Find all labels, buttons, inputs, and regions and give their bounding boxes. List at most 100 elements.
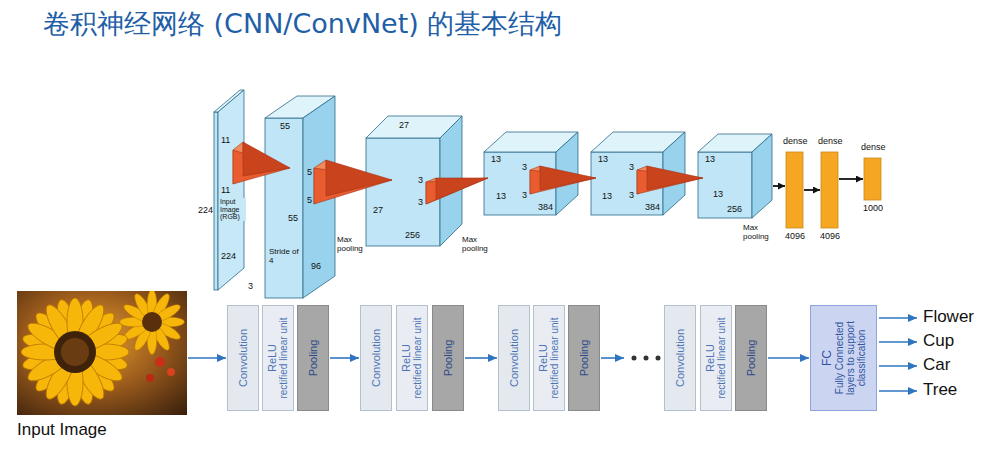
dimension-number: 13 [495,192,507,202]
caption-wrap: Input Image [17,420,107,440]
dimension-number: 27 [372,206,384,216]
flower-bud [155,357,165,367]
cuboid-face [214,112,218,290]
dimension-number: 3 [521,191,528,201]
relu-layer: ReLUrectified linear unit [533,305,565,411]
arrow-line [879,317,917,319]
layer-detail: rectified linear unit [413,317,424,398]
layer-note: Stride of 4 [268,248,302,266]
layer-name: Pooling [578,340,590,377]
rotated-text: ReLUrectified linear unit [537,317,560,398]
dimension-number: 13 [597,155,609,165]
layer-name: Input Image [17,420,107,440]
conv-kernel [314,160,392,204]
layer-name: dense [782,137,809,147]
rotated-text: Pooling [578,340,590,377]
pooling-layer: Pooling [432,305,464,411]
layer-name: ReLU [537,317,549,398]
dimension-number: 3 [417,198,424,208]
conv-kernel [530,166,596,194]
arrow-line [879,390,917,392]
output-class: Car [922,356,951,375]
dimension-number: 13 [601,192,613,202]
rotated-text: Pooling [745,340,757,377]
conv-kernel [637,166,703,194]
dimension-number: 256 [404,231,421,241]
feature-map-cuboid [698,134,772,218]
layer-name: ReLU [400,317,412,398]
dot [644,356,649,361]
convolution-layer: Convolution [360,305,392,411]
dimension-number: 96 [310,262,322,272]
output-class: Flower [922,308,975,327]
kernel-face [647,166,703,190]
layer-detail: rectified linear unit [550,317,561,398]
dense-bar [864,158,881,200]
pooling-layer: Pooling [735,305,767,411]
kernel-face [426,178,488,204]
input-volume [214,90,244,290]
layer-name: Pooling [745,340,757,377]
layer-name: Convolution [508,329,520,387]
layer-name: ReLU [704,317,716,398]
fully-connected-layer: FCFully Connected layers to support clas… [810,305,877,411]
layer-detail: rectified linear unit [717,317,728,398]
page-title: 卷积神经网络 (CNN/ConvNet) 的基本结构 [43,6,562,42]
convolution-layer: Convolution [498,305,530,411]
layer-name: Pooling [442,340,454,377]
dimension-number: 224 [220,252,237,262]
arrow-line [879,365,917,367]
layer-name: Pooling [307,340,319,377]
arrow-line [601,357,624,359]
flower-center [54,331,96,373]
cuboid-face [698,152,752,218]
dimension-number: 11 [220,186,231,196]
relu-layer: ReLUrectified linear unit [700,305,732,411]
input-image: Input Image [17,291,187,415]
layer-note: Max pooling [742,224,774,242]
flower-bud [167,368,175,376]
sunflower-photo [17,291,187,415]
layer-name: FC [820,312,833,404]
rotated-text: Convolution [508,329,520,387]
dimension-number: 224 [197,206,214,216]
dimension-number: 4096 [819,232,841,242]
dimension-number: 13 [490,155,502,165]
dimension-number: 11 [220,136,231,146]
flower-petals [21,298,129,406]
layer-name: dense [817,137,844,147]
flow-arrow [768,357,809,359]
dense-bar [786,152,803,228]
layer-name: ReLU [266,317,278,398]
rotated-text: ReLUrectified linear unit [266,317,289,398]
rotated-text: Convolution [674,329,686,387]
rotated-text: Convolution [237,329,249,387]
layer-name: Convolution [370,329,382,387]
layer-name: Convolution [237,329,249,387]
arrow-line [879,341,917,343]
pooling-layer: Pooling [297,305,329,411]
dense-bar [821,152,838,228]
layer-detail: rectified linear unit [279,317,290,398]
dot [656,356,661,361]
cuboid-face [218,90,244,290]
layer-note: Input Image (RGB) [219,198,246,221]
dimension-number: 27 [398,121,410,131]
rotated-text: FCFully Connected layers to support clas… [820,312,866,404]
cuboid-face [752,134,772,218]
flower-bud [146,374,154,382]
dimension-number: 3 [628,163,635,173]
output-class: Tree [922,381,958,400]
arrow-line [773,185,785,187]
flower-petals [120,291,185,354]
flow-arrow [330,357,359,359]
dot [632,356,637,361]
flow-arrow [465,357,497,359]
dimension-number: 384 [644,203,661,213]
dimension-number: 384 [537,203,554,213]
dense-layer [786,152,881,228]
dimension-number: 13 [704,155,716,165]
layer-note: Max pooling [461,236,493,254]
